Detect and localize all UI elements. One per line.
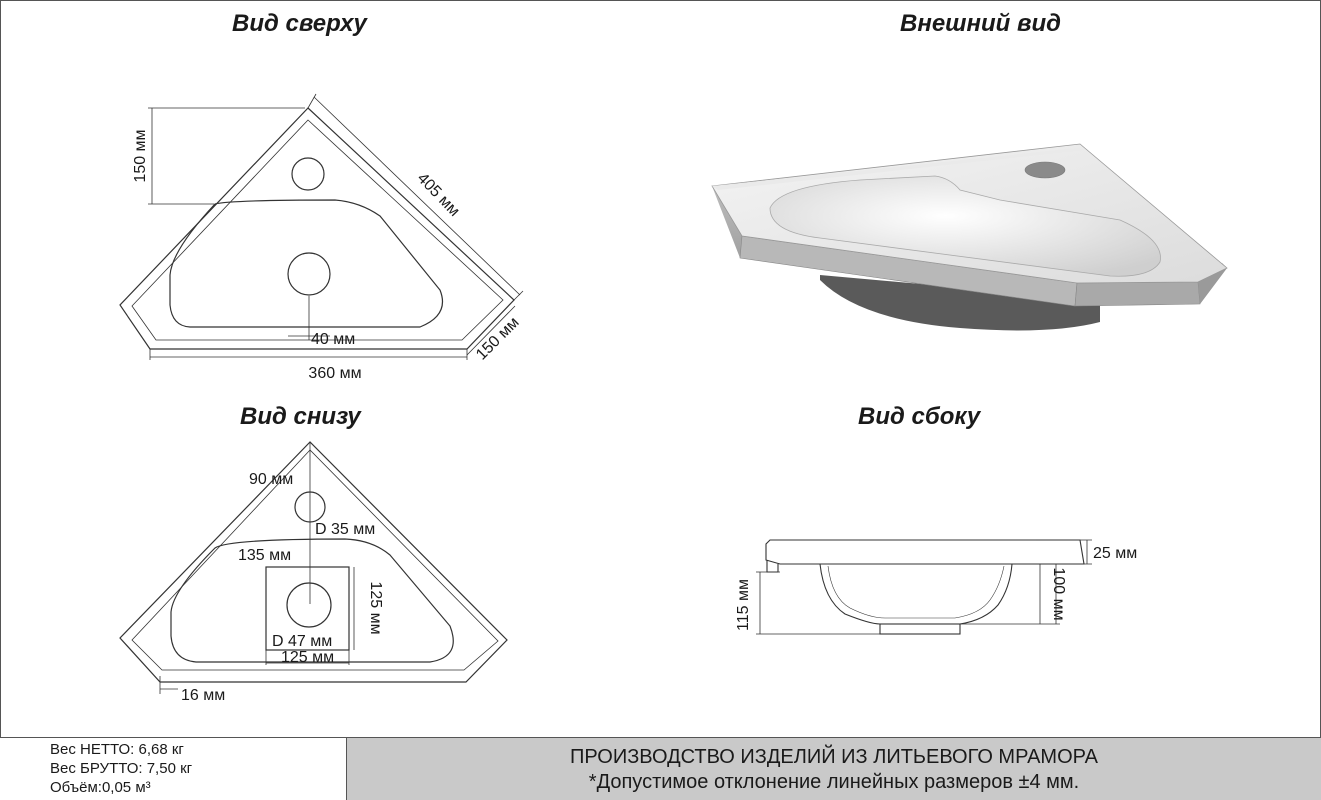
technical-drawing: 150 мм 405 мм 150 мм 40 мм 360 мм	[119, 93, 1228, 704]
external-view-sink	[711, 143, 1228, 331]
dim-height-150: 150 мм	[132, 129, 149, 182]
side-view-sink	[765, 539, 1085, 635]
external-view-title: Внешний вид	[900, 10, 1061, 37]
top-view-dimension-lines	[148, 93, 524, 360]
dim-offset-135: 135 мм	[238, 547, 291, 564]
side-view-title: Вид сбоку	[858, 403, 981, 430]
dim-height-115: 115 мм	[735, 579, 752, 631]
dim-diagonal-405: 405 мм	[414, 170, 463, 220]
bottom-view-sink	[119, 441, 508, 683]
production-note: ПРОИЗВОДСТВО ИЗДЕЛИЙ ИЗ ЛИТЬЕВОГО МРАМОР…	[570, 746, 1098, 768]
weight-net: Вес НЕТТО: 6,68 кг	[50, 741, 184, 758]
tolerance-note: *Допустимое отклонение линейных размеров…	[588, 771, 1080, 793]
dim-width-360: 360 мм	[308, 365, 361, 382]
dim-rim-25: 25 мм	[1093, 545, 1137, 562]
top-view-title: Вид сверху	[232, 10, 367, 37]
bottom-view-title: Вид снизу	[240, 403, 361, 430]
dim-edge-16: 16 мм	[181, 687, 225, 704]
notes-panel: ПРОИЗВОДСТВО ИЗДЕЛИЙ ИЗ ЛИТЬЕВОГО МРАМОР…	[347, 737, 1321, 800]
dim-drain-40: 40 мм	[311, 331, 355, 348]
dim-offset-90: 90 мм	[249, 471, 293, 488]
dim-depth-100: 100 мм	[1050, 567, 1067, 620]
bottom-view-dimension-lines	[159, 442, 355, 694]
weight-gross: Вес БРУТТО: 7,50 кг	[50, 760, 193, 777]
volume: Объём:0,05 м³	[50, 779, 151, 796]
top-view-sink	[119, 107, 515, 350]
specs-panel: Вес НЕТТО: 6,68 кг Вес БРУТТО: 7,50 кг О…	[0, 737, 347, 800]
dim-hole-d35: D 35 мм	[315, 521, 375, 538]
dim-square-125-vertical: 125 мм	[367, 581, 384, 634]
side-view-dimension-lines	[756, 539, 1092, 635]
dim-square-125-horizontal: 125 мм	[281, 649, 334, 666]
dim-drain-d47: D 47 мм	[272, 633, 332, 650]
